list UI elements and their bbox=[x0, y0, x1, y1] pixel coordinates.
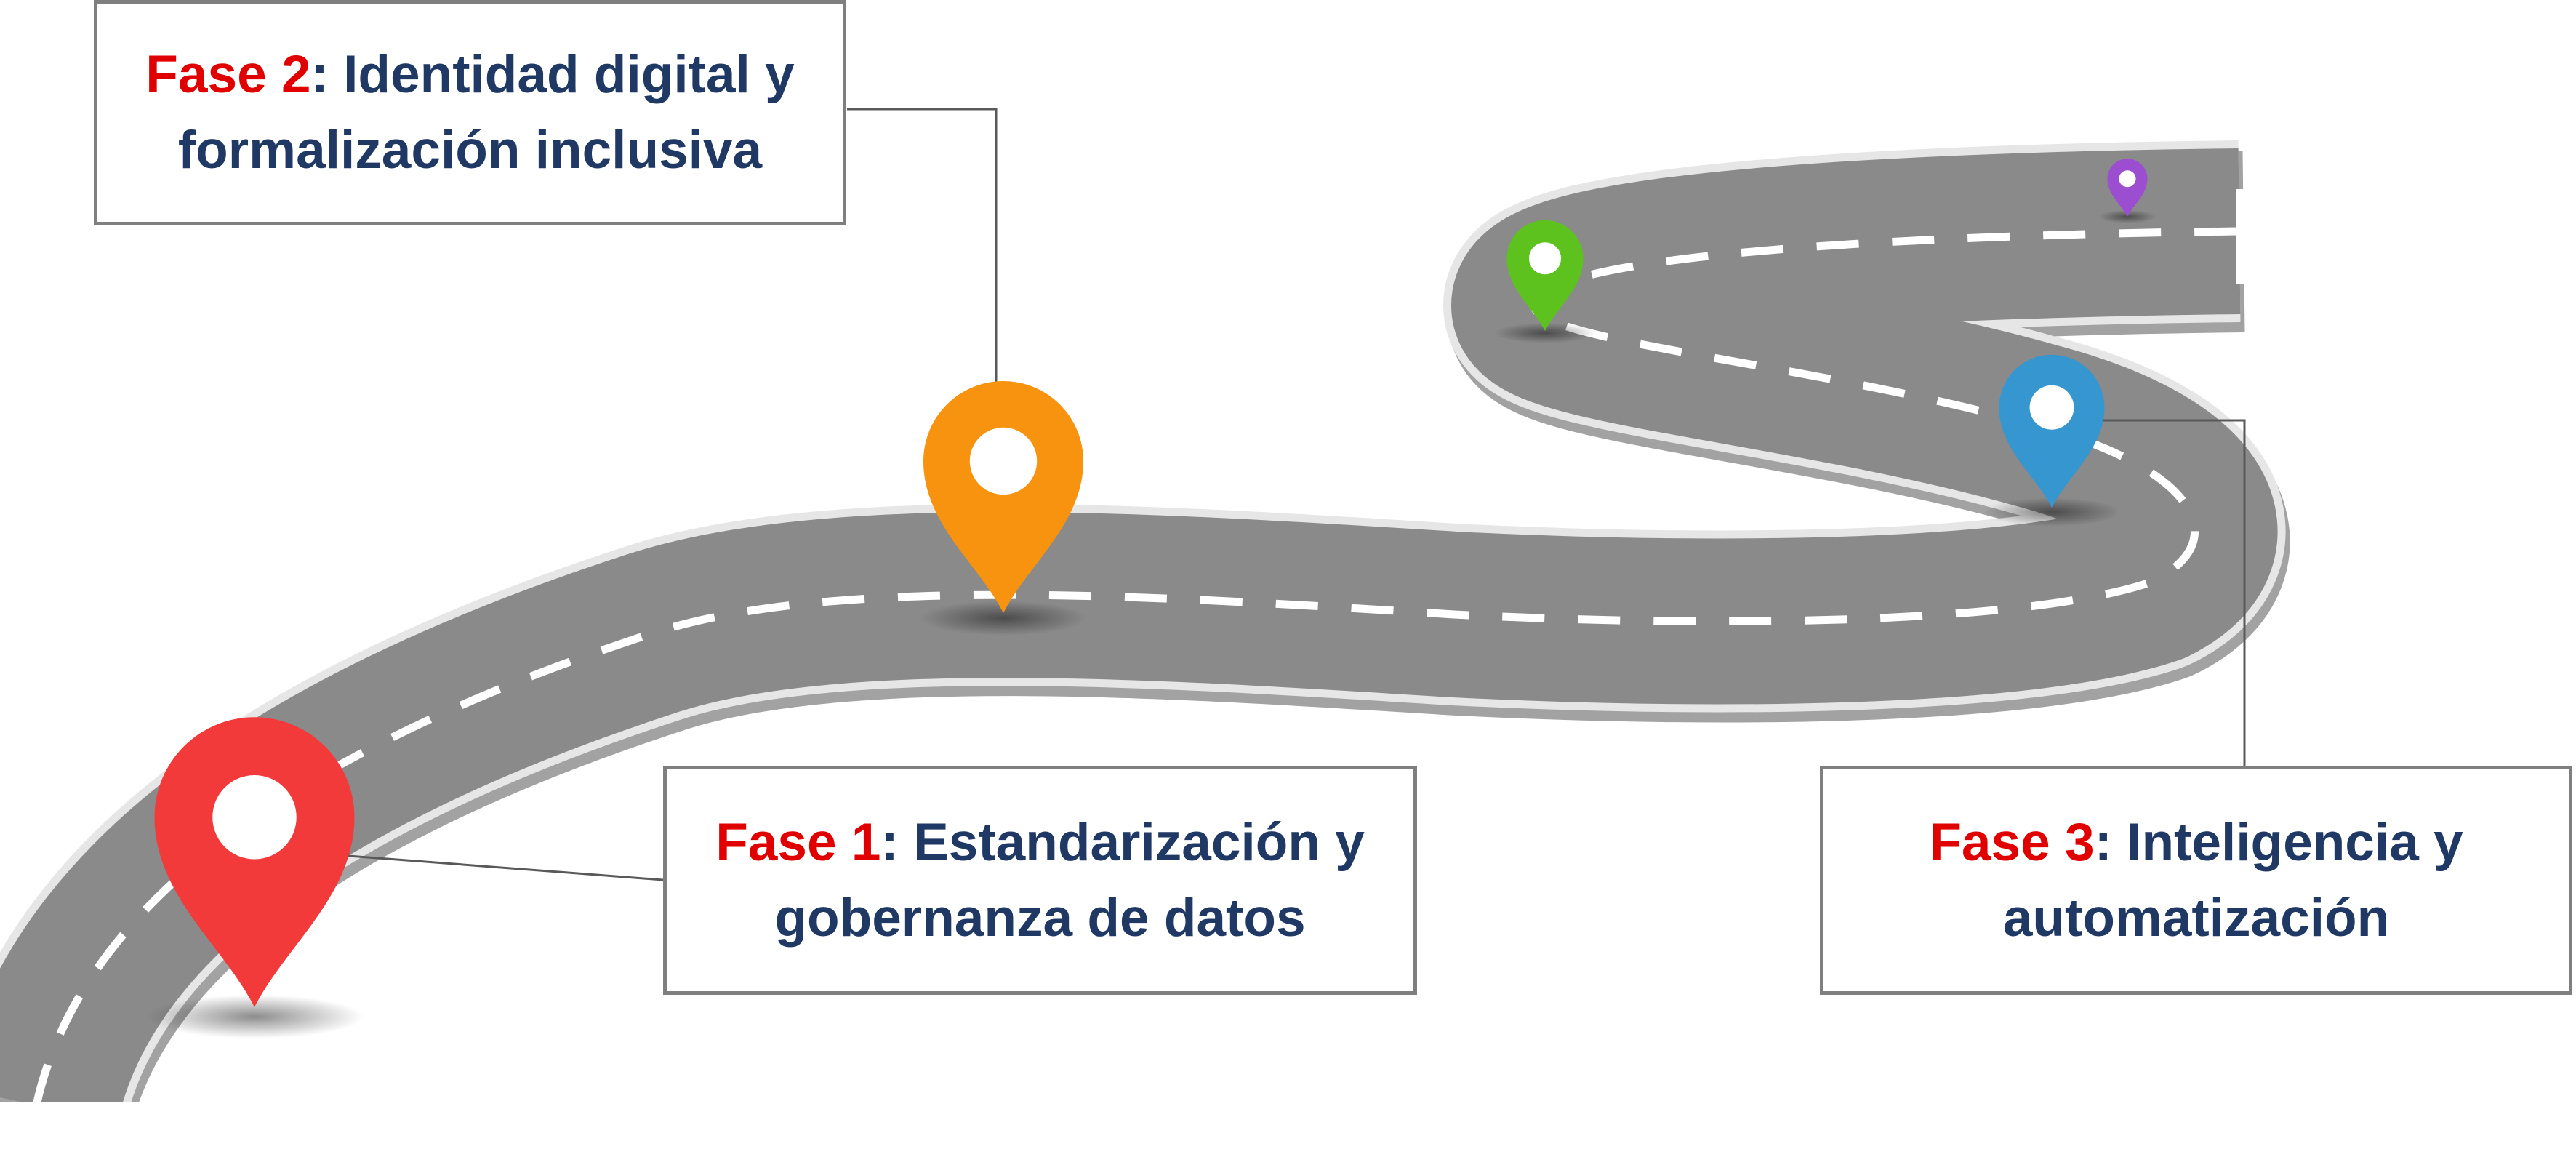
phase-box-fase-3: Fase 3: Inteligencia y automatización bbox=[1820, 766, 2572, 995]
phase-title-text: : Estandarización y bbox=[880, 812, 1365, 872]
phase-title-line-2: gobernanza de datos bbox=[774, 888, 1306, 948]
phase-label: Fase 2 bbox=[145, 45, 311, 104]
phase-title-line-2: automatización bbox=[2002, 888, 2390, 948]
phase-label: Fase 1 bbox=[715, 812, 881, 872]
pin-shadows bbox=[145, 210, 2156, 1038]
phase-box-fase-2: Fase 2: Identidad digital y formalizació… bbox=[94, 0, 846, 225]
map-pin-icon bbox=[1506, 220, 1584, 331]
map-pin-icon bbox=[1999, 354, 2105, 508]
phase-box-fase-1: Fase 1: Estandarización y gobernanza de … bbox=[663, 766, 1417, 995]
phase-title-line-1: Fase 1: Estandarización y bbox=[715, 805, 1365, 881]
connector-fase-2 bbox=[847, 108, 998, 465]
road bbox=[0, 140, 2576, 1149]
phase-title-line-1: Fase 2: Identidad digital y bbox=[145, 37, 794, 113]
connector-fase-3 bbox=[2052, 419, 2246, 766]
phase-title-text: : Inteligencia y bbox=[2094, 812, 2463, 872]
phase-label: Fase 3 bbox=[1929, 812, 2095, 872]
map-pin-icon bbox=[923, 381, 1083, 613]
phase-title-text: : Identidad digital y bbox=[310, 45, 795, 104]
road-crop bbox=[0, 1102, 2576, 1149]
phase-title-line-1: Fase 3: Inteligencia y bbox=[1929, 805, 2463, 881]
map-pin-icon bbox=[154, 717, 355, 1007]
road-crop-right bbox=[2236, 189, 2323, 284]
map-pin-icon bbox=[2107, 159, 2148, 217]
phase-title-line-2: formalización inclusiva bbox=[177, 121, 763, 180]
